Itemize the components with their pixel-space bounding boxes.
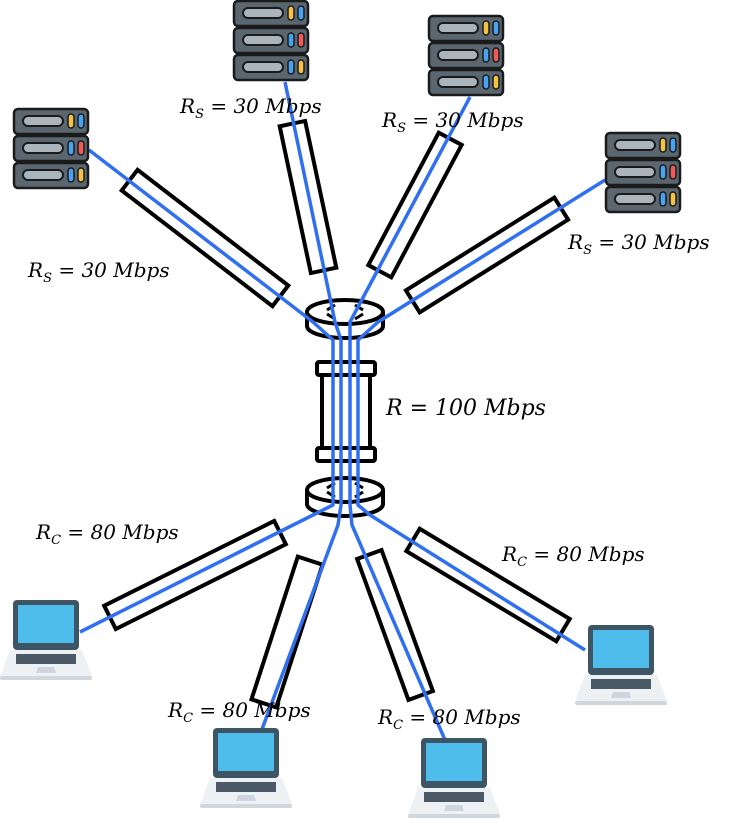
server-led	[67, 140, 75, 156]
laptop-touchpad	[236, 795, 256, 801]
server-link-label: RS = 30 Mbps	[180, 94, 322, 122]
server-led	[482, 47, 490, 63]
laptop-edge	[200, 804, 292, 808]
laptop-icon	[408, 738, 500, 818]
server-led	[492, 20, 500, 36]
server-led	[297, 32, 305, 48]
server-led	[297, 59, 305, 75]
server-slot	[437, 22, 479, 34]
laptop-keyboard	[216, 782, 276, 792]
server-led	[287, 5, 295, 21]
client-link-label: RC = 80 Mbps	[36, 520, 179, 548]
server-slot	[22, 142, 64, 154]
server-led	[77, 140, 85, 156]
laptop-edge	[575, 701, 667, 705]
flow-line	[348, 96, 472, 741]
laptop-icon	[200, 728, 292, 808]
server-led	[659, 191, 667, 207]
laptop-screen	[218, 733, 274, 771]
router-arrows	[326, 481, 364, 499]
laptop-icon	[575, 625, 667, 705]
bottleneck-link	[315, 360, 377, 463]
bottleneck-cap	[315, 446, 377, 463]
laptop-screen	[426, 743, 482, 781]
laptop-edge	[0, 676, 92, 680]
laptop-icon	[0, 600, 92, 680]
server-link-label: RS = 30 Mbps	[382, 108, 524, 136]
server-slot	[614, 193, 656, 205]
bottleneck-body	[320, 373, 372, 451]
router-top	[305, 476, 385, 504]
laptop-touchpad	[444, 805, 464, 811]
laptop-touchpad	[36, 667, 56, 673]
server-led	[287, 59, 295, 75]
flow-line	[356, 178, 606, 652]
bottleneck-label: R = 100 Mbps	[386, 396, 546, 421]
server-slot	[437, 49, 479, 61]
server-led	[482, 74, 490, 90]
server-icon	[12, 107, 90, 190]
server-slot	[614, 166, 656, 178]
server-led	[297, 5, 305, 21]
client-link-label: RC = 80 Mbps	[378, 705, 521, 733]
laptop-keyboard	[424, 792, 484, 802]
laptop-keyboard	[16, 654, 76, 664]
server-slot	[242, 34, 284, 46]
router-icon	[305, 476, 385, 518]
server-link-label: RS = 30 Mbps	[568, 230, 710, 258]
server-link-label: RS = 30 Mbps	[28, 258, 170, 286]
server-led	[669, 191, 677, 207]
client-link-label: RC = 80 Mbps	[502, 542, 645, 570]
server-slot	[242, 61, 284, 73]
server-led	[67, 167, 75, 183]
link-box	[365, 129, 465, 281]
router-icon	[305, 298, 385, 340]
server-slot	[242, 7, 284, 19]
server-led	[669, 164, 677, 180]
server-slot	[614, 139, 656, 151]
server-led	[492, 74, 500, 90]
server-slot	[22, 169, 64, 181]
server-led	[67, 113, 75, 129]
router-top	[305, 298, 385, 326]
server-icon	[604, 131, 682, 214]
server-led	[482, 20, 490, 36]
flow-line	[79, 148, 335, 634]
bottleneck-cap	[315, 360, 377, 377]
server-led	[287, 32, 295, 48]
server-led	[669, 137, 677, 153]
laptop-screen	[18, 605, 74, 643]
server-led	[77, 167, 85, 183]
server-slot	[437, 76, 479, 88]
server-led	[659, 164, 667, 180]
laptop-edge	[408, 814, 500, 818]
flow-line	[256, 81, 343, 741]
server-icon	[427, 14, 505, 97]
laptop-screen	[593, 630, 649, 668]
server-slot	[22, 115, 64, 127]
client-link-label: RC = 80 Mbps	[168, 698, 311, 726]
link-box	[248, 554, 326, 710]
laptop-touchpad	[611, 692, 631, 698]
laptop-keyboard	[591, 679, 651, 689]
server-led	[77, 113, 85, 129]
server-led	[492, 47, 500, 63]
server-icon	[232, 0, 310, 82]
server-led	[659, 137, 667, 153]
